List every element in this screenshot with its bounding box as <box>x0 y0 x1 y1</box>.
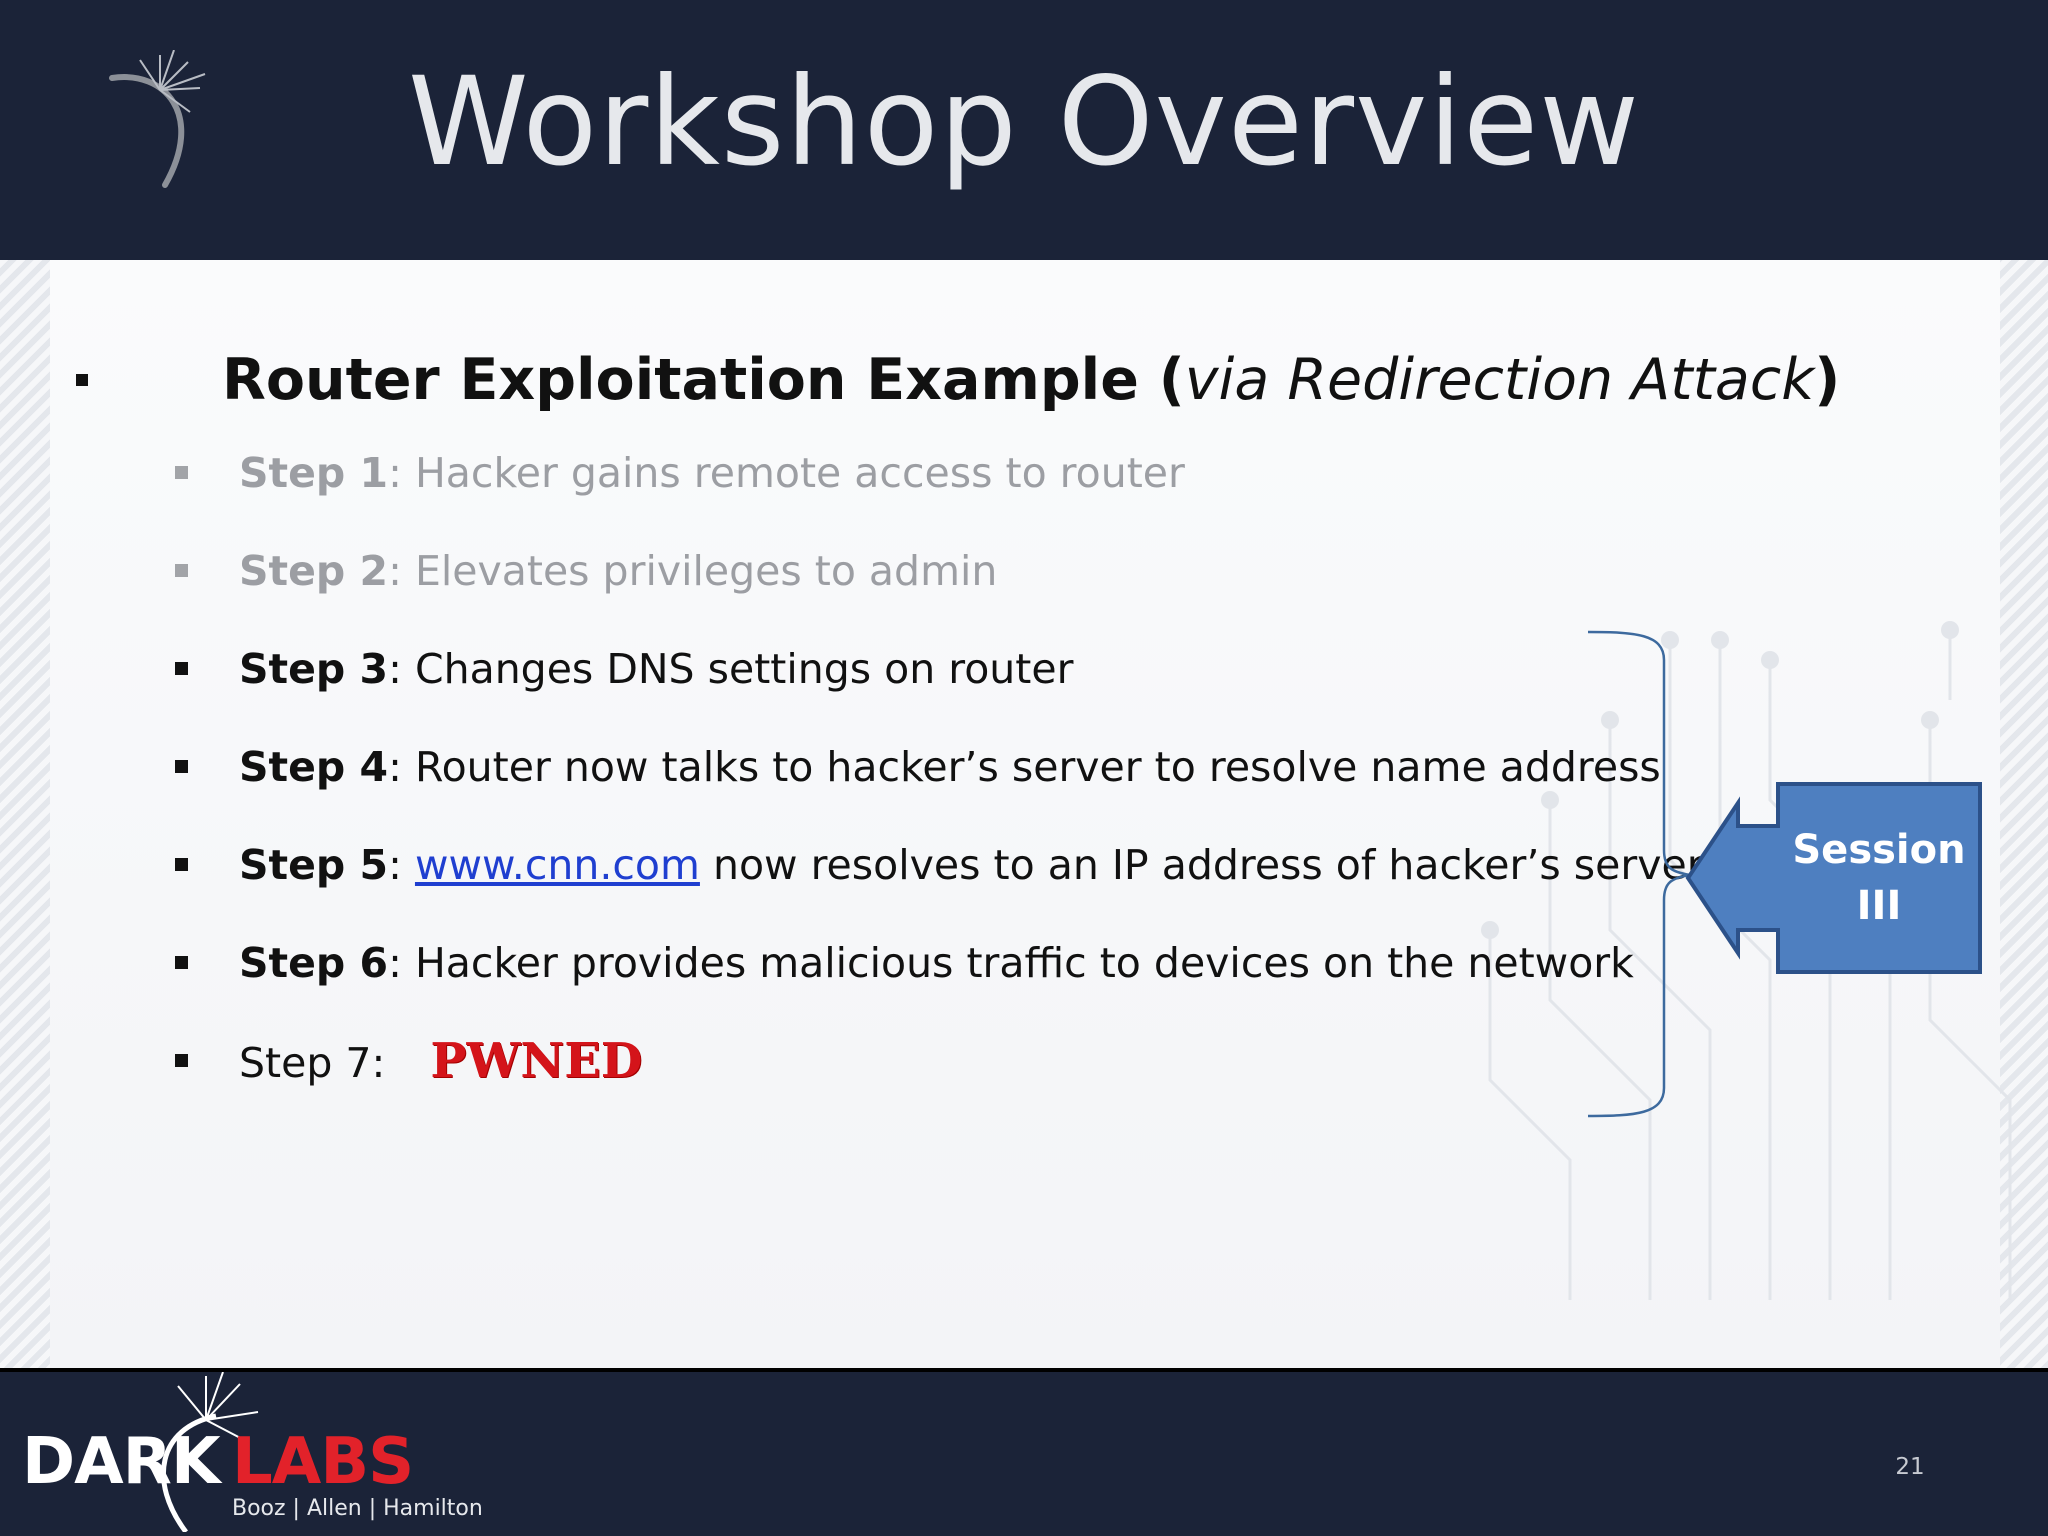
step-text: Step 4: Router now talks to hacker’s ser… <box>239 732 1661 802</box>
slide-title: Workshop Overview <box>407 51 1641 193</box>
slide-header: Workshop Overview <box>0 0 2048 260</box>
step-label: Step 4 <box>239 743 389 791</box>
step-text: Step 2: Elevates privileges to admin <box>239 536 997 606</box>
slide-footer <box>0 1368 2048 1536</box>
step-separator: : <box>371 1039 399 1087</box>
step-text: Step 1: Hacker gains remote access to ro… <box>239 438 1185 508</box>
logo-labs-text: LABS <box>232 1425 414 1499</box>
step-description: Router now talks to hacker’s server to r… <box>414 743 1661 791</box>
step-separator: : <box>388 645 415 693</box>
step-label: Step 2 <box>239 547 389 595</box>
step-item: Step 4: Router now talks to hacker’s ser… <box>175 732 1661 802</box>
session-label: Session III <box>1792 827 1966 929</box>
main-bullet-bold: Router Exploitation Example <box>222 347 1139 413</box>
main-bullet: Router Exploitation Example (via Redirec… <box>72 340 1840 420</box>
step-description: Hacker gains remote access to router <box>414 449 1185 497</box>
step-separator: : <box>388 841 415 889</box>
step-separator: : <box>388 547 415 595</box>
bullet-square-icon <box>175 1054 188 1067</box>
bullet-square-icon <box>175 858 188 871</box>
bullet-square-icon <box>175 956 188 969</box>
content-panel <box>50 260 2012 1368</box>
step-item: Step 6: Hacker provides malicious traffi… <box>175 928 1634 998</box>
step-item: Step 2: Elevates privileges to admin <box>175 536 1625 606</box>
bullet-square-icon <box>175 564 188 577</box>
step-item: Step 3: Changes DNS settings on router <box>175 634 1625 704</box>
pwned-text: PWNED <box>430 1033 643 1089</box>
main-bullet-paren-open: ( <box>1138 347 1185 413</box>
step-label: Step 6 <box>239 939 389 987</box>
step-description: now resolves to an IP address of hacker’… <box>699 841 1704 889</box>
main-bullet-paren-close: ) <box>1814 347 1841 413</box>
bullet-square-icon <box>175 466 188 479</box>
step-item: Step 7: PWNED <box>175 1026 1625 1096</box>
main-bullet-text: Router Exploitation Example (via Redirec… <box>222 340 1840 420</box>
step-separator: : <box>388 449 415 497</box>
step-label: Step 3 <box>239 645 389 693</box>
cnn-link[interactable]: www.cnn.com <box>414 841 700 889</box>
step-item: Step 5: www.cnn.com now resolves to an I… <box>175 830 1704 900</box>
page-number: 21 <box>1895 1454 1925 1480</box>
session-callout-arrow <box>1685 782 1982 974</box>
step-description: Changes DNS settings on router <box>414 645 1074 693</box>
logo-company-text: Booz | Allen | Hamilton <box>232 1496 483 1521</box>
step-label: Step 7 <box>239 1039 372 1087</box>
step-item: Step 1: Hacker gains remote access to ro… <box>175 438 1625 508</box>
bullet-square-icon <box>175 760 188 773</box>
logo-dark-text: DARK <box>22 1425 221 1499</box>
step-label: Step 5 <box>239 841 389 889</box>
darklabs-starburst-icon <box>161 1372 259 1532</box>
step-text: Step 6: Hacker provides malicious traffi… <box>239 928 1634 998</box>
step-text: Step 5: www.cnn.com now resolves to an I… <box>239 830 1704 900</box>
bullet-square-icon <box>76 374 88 386</box>
step-separator: : <box>388 939 415 987</box>
starburst-logo-icon <box>109 50 206 188</box>
step-label: Step 1 <box>239 449 389 497</box>
step-text: Step 3: Changes DNS settings on router <box>239 634 1073 704</box>
slide-body <box>0 260 2048 1368</box>
step-description: Hacker provides malicious traffic to dev… <box>414 939 1634 987</box>
step-description: Elevates privileges to admin <box>414 547 998 595</box>
step-text: Step 7: PWNED <box>239 1026 642 1098</box>
bullet-square-icon <box>175 662 188 675</box>
step-separator: : <box>388 743 415 791</box>
main-bullet-italic: via Redirection Attack <box>1184 347 1815 413</box>
